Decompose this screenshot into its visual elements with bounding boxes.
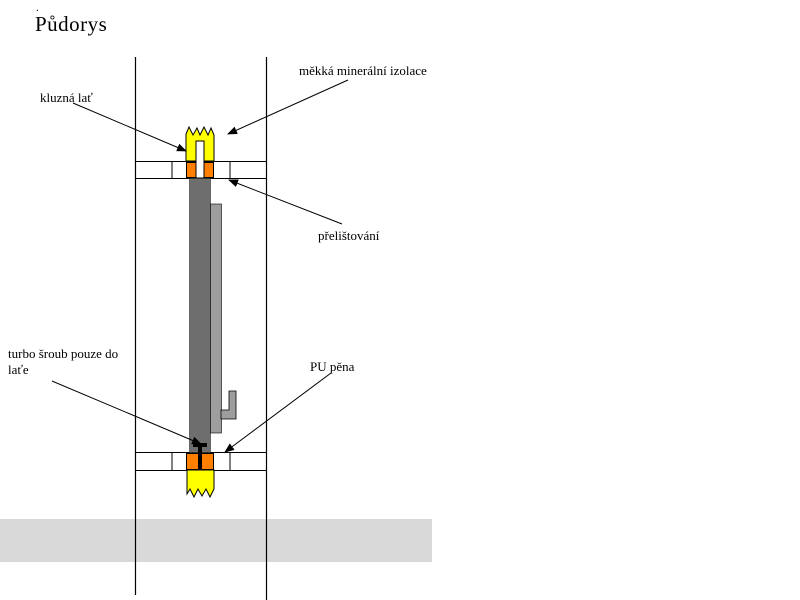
arrow-cover-lath (228, 179, 343, 225)
arrow-pu-foam (224, 372, 332, 453)
sliding-lath-shape (195, 140, 205, 179)
hook-piece (220, 390, 237, 420)
turbo-screw-shaft (198, 443, 202, 471)
mineral-insulation-strip-bottom (186, 469, 215, 499)
label-sliding-lath: kluzná lať (40, 90, 93, 105)
arrow-mineral-insulation (227, 79, 349, 135)
frame-bar-main (189, 178, 211, 453)
label-mineral-insulation: měkká minerální izolace (299, 63, 427, 78)
arrow-turbo-screw (51, 380, 202, 445)
frame-bar-secondary (210, 203, 222, 434)
label-turbo-screw: turbo šroub pouze do laťe (8, 346, 119, 377)
label-pu-foam: PU pěna (310, 359, 355, 374)
page-title: Půdorys (35, 12, 108, 36)
arrow-sliding-lath (72, 102, 187, 152)
stray-mark: . (36, 2, 39, 14)
label-cover-lath: přelištování (318, 228, 380, 243)
gray-band (0, 519, 432, 562)
